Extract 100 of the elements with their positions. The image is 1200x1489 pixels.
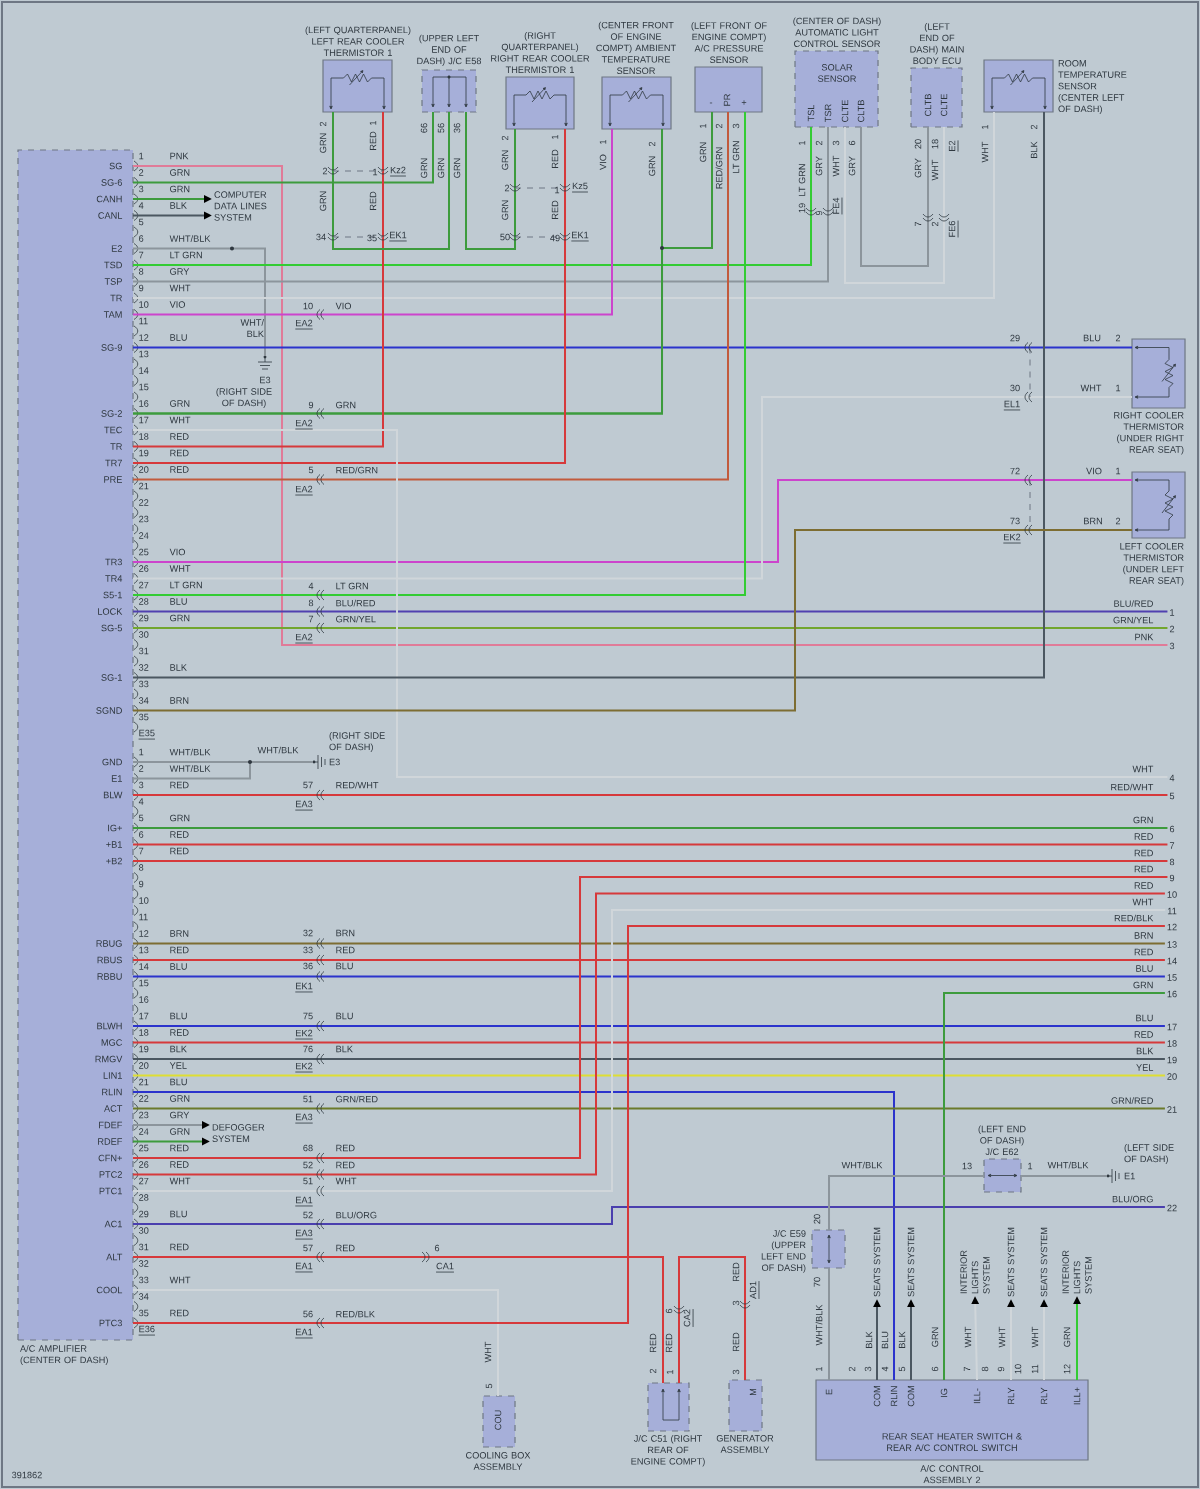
terminal-number: 3 xyxy=(1169,642,1175,650)
pin-number: 16 xyxy=(139,400,149,407)
system-label: SEATS SYSTEM xyxy=(907,1227,915,1297)
wire-color-code: WHT/BLK xyxy=(169,765,211,772)
pin-number: 34 xyxy=(138,697,149,704)
pin-name: SG-9 xyxy=(101,344,122,351)
wire-color-code: LT GRN xyxy=(336,582,368,590)
wire xyxy=(132,925,1166,1324)
pin-number: 7 xyxy=(963,1366,971,1372)
wire-color-code: BRN xyxy=(170,930,189,937)
wire xyxy=(132,1058,1166,1060)
terminal-number: 15 xyxy=(1167,974,1177,981)
wire xyxy=(828,1267,830,1381)
pin-name: MGC xyxy=(101,1039,123,1046)
wire-color-code: WHT xyxy=(1132,898,1154,906)
pin-number: 68 xyxy=(303,1144,313,1152)
pin-number: 14 xyxy=(139,963,149,970)
figure-number: 391862 xyxy=(11,1471,42,1479)
wire-color-code: GRN xyxy=(170,185,190,193)
wire xyxy=(678,1256,746,1384)
pin-name: TSL xyxy=(807,104,815,122)
wire-color-code: GRN/YEL xyxy=(336,615,376,623)
pin-name: TSP xyxy=(104,278,122,285)
pin-name: SG-2 xyxy=(101,410,122,417)
connector-id: EA3 xyxy=(294,800,314,811)
pin-number: 2 xyxy=(1030,124,1038,130)
pin-number: 1 xyxy=(798,140,806,145)
pin-name: IG+ xyxy=(108,824,122,832)
pin-number: 2 xyxy=(815,140,823,146)
wire-color-code: LT GRN xyxy=(732,141,740,173)
pin-number: 66 xyxy=(420,123,428,133)
pin-number: 1 xyxy=(555,186,560,194)
wire xyxy=(132,111,995,299)
wire-color-code: RED xyxy=(170,1029,189,1036)
pin-number: 7 xyxy=(308,615,314,623)
connector-id: EA1 xyxy=(294,1262,314,1273)
wire-color-code: BLU/ORG xyxy=(1112,1195,1153,1203)
pin-name: CANH xyxy=(96,195,122,203)
pin-number: 5 xyxy=(898,1366,906,1372)
pin-name: SG-1 xyxy=(101,674,122,681)
junction-connector-box: J/C C51 (RIGHT REAR OF ENGINE COMPT) xyxy=(631,1382,705,1467)
wire-color-code: RED xyxy=(336,946,355,954)
wire xyxy=(132,128,566,464)
wire-color-code: GRN xyxy=(336,401,356,409)
wire xyxy=(132,111,746,596)
pin-name: RLY xyxy=(1007,1387,1015,1404)
pin-number: 73 xyxy=(1010,517,1020,525)
terminal-number: 19 xyxy=(1167,1056,1177,1064)
pin-number: 33 xyxy=(138,680,149,688)
pin-name: - xyxy=(709,102,713,104)
node-label: J/C C51 (RIGHT REAR OF ENGINE COMPT) xyxy=(631,1435,705,1467)
wire-color-code: RED xyxy=(665,1333,673,1352)
system-label: COMPUTER DATA LINES SYSTEM xyxy=(214,191,267,221)
wire-color-code: WHT xyxy=(1031,1326,1039,1348)
pin-number: 2 xyxy=(848,1366,856,1372)
pin-number: 49 xyxy=(550,234,560,242)
wire-color-code: GRN xyxy=(170,614,190,622)
pin-name: TR xyxy=(110,294,122,302)
wire xyxy=(132,111,1045,679)
wire-color-code: LT GRN xyxy=(798,164,806,196)
wire xyxy=(132,1091,895,1381)
wire-color-code: LT GRN xyxy=(170,251,202,259)
pin-number: 50 xyxy=(500,233,510,241)
pin-number: 2 xyxy=(322,167,328,175)
pin-number: 28 xyxy=(139,1194,149,1201)
wire-color-code: LT GRN xyxy=(170,581,202,589)
pin-number: 1 xyxy=(551,134,559,139)
pin-name: TAM xyxy=(103,311,122,318)
pin-number: 12 xyxy=(1063,1364,1071,1374)
node-label: A/C CONTROL ASSEMBLY 2 xyxy=(920,1465,984,1484)
pin-number: 2 xyxy=(504,184,510,192)
pin-name: AC1 xyxy=(104,1220,122,1228)
wire-color-code: BLU/ORG xyxy=(336,1211,377,1219)
wire-color-code: RED/WHT xyxy=(1111,783,1154,791)
wire-color-code: GRN xyxy=(170,400,190,407)
wire-color-code: WHT/BLK xyxy=(841,1161,883,1169)
junction-connector-box: (LEFT END OF DASH) J/C E62 xyxy=(978,1125,1026,1193)
pin-number: 30 xyxy=(138,631,149,638)
pin-name: SG-6 xyxy=(101,179,122,186)
wire xyxy=(132,610,1169,613)
wire-color-code: RED/BLK xyxy=(336,1310,375,1318)
pin-number: 26 xyxy=(139,1161,149,1168)
pin-number: 34 xyxy=(138,1293,149,1300)
pin-number: 13 xyxy=(962,1162,972,1170)
connector-id: EA1 xyxy=(294,1196,314,1207)
pin-name: +B1 xyxy=(106,841,122,848)
pin-name: ILL- xyxy=(973,1388,981,1404)
wire-color-code: GRN xyxy=(170,1128,190,1135)
terminal-number: 12 xyxy=(1167,923,1177,931)
pin-number: 34 xyxy=(316,233,326,241)
pin-number: 52 xyxy=(303,1211,313,1219)
pin-number: 29 xyxy=(139,614,149,622)
pin-name: CLTE xyxy=(841,100,849,122)
pin-number: 52 xyxy=(303,1161,313,1169)
wire-color-code: RED xyxy=(170,831,189,838)
pin-name: CANL xyxy=(98,212,123,219)
terminal-number: 4 xyxy=(1169,774,1175,782)
wire-color-code: VIO xyxy=(335,302,351,310)
pin-number: 19 xyxy=(798,203,806,213)
wire-color-code: BLK xyxy=(170,1045,187,1053)
